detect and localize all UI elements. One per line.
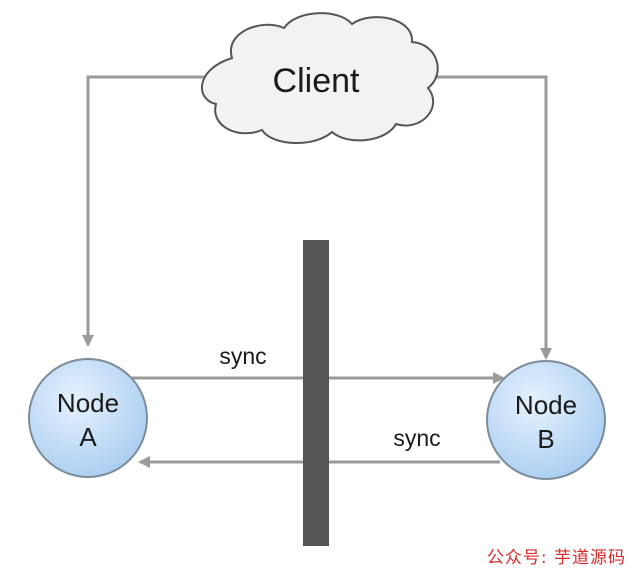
client-cloud: Client [201, 12, 439, 144]
node-b-label-line2: B [537, 424, 554, 454]
client-to-node-b-arrow [430, 75, 552, 360]
node-b: Node B [486, 360, 606, 480]
network-partition-bar [303, 240, 329, 546]
sync-label-b-to-a: sync [393, 425, 440, 451]
node-a-label-line2: A [79, 422, 97, 452]
client-label: Client [273, 62, 360, 100]
node-a-circle [28, 358, 148, 478]
client-to-node-a-arrow [82, 75, 210, 347]
watermark-text: 公众号: 芋道源码 [486, 548, 626, 568]
node-b-label-line1: Node [515, 390, 577, 420]
node-a-label-line1: Node [57, 388, 119, 418]
sync-label-a-to-b: sync [219, 343, 266, 369]
cloud-shape [201, 12, 439, 144]
node-b-circle [486, 360, 606, 480]
node-a: Node A [28, 358, 148, 478]
